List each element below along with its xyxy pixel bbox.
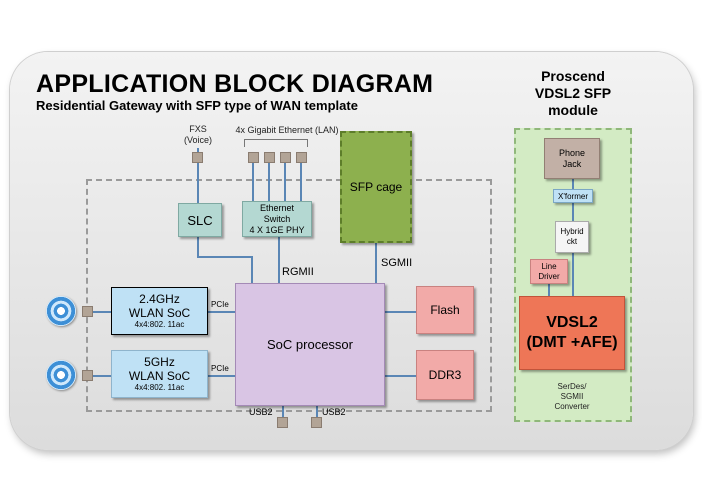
usb2-right-port: [311, 417, 322, 428]
lan-label: 4x Gigabit Ethernet (LAN): [235, 125, 339, 135]
phone-jack-block: Phone Jack: [544, 138, 600, 179]
ddr3-block: DDR3: [416, 350, 474, 400]
sfp-cage-block: SFP cage: [340, 131, 412, 243]
pcie-bottom-label: PCIe: [211, 364, 229, 373]
xformer-label: X'former: [558, 191, 588, 201]
serdes-label: SerDes/ SGMII Converter: [532, 382, 612, 412]
lan-port-3: [280, 152, 291, 163]
wlan-5-block: 5GHz WLAN SoC 4x4:802. 11ac: [111, 350, 208, 398]
wlan-24-name: WLAN SoC: [128, 306, 191, 320]
gateway-boundary: [86, 179, 492, 412]
lan-wire-3: [284, 162, 286, 202]
hybrid-line-2: ckt: [566, 237, 578, 246]
module-title-line-3: module: [548, 102, 598, 118]
xformer-block: X'former: [553, 189, 593, 203]
vdsl2-block: VDSL2 (DMT +AFE): [519, 296, 625, 370]
module-title-line-1: Proscend: [541, 68, 605, 84]
slc-soc-wire-h: [197, 256, 253, 258]
fxs-label: FXS (Voice): [178, 124, 218, 146]
line-driver-block: Line Driver: [530, 259, 568, 284]
lan-wire-2: [268, 162, 270, 202]
lan-port-2: [264, 152, 275, 163]
fxs-label-line-1: FXS: [189, 124, 207, 134]
diagram-subtitle: Residential Gateway with SFP type of WAN…: [36, 98, 358, 113]
pcie-top-wire: [208, 311, 235, 313]
hybrid-line-1: Hybrid: [560, 227, 584, 236]
line-driver-line-2: Driver: [538, 271, 560, 281]
ant-5-port: [82, 370, 93, 381]
phone-jack-line-1: Phone: [558, 147, 586, 158]
fxs-port: [192, 152, 203, 163]
wlan-24-band: 2.4GHz: [139, 292, 180, 306]
vdsl2-line-1: VDSL2: [546, 314, 598, 331]
wlan-24-block: 2.4GHz WLAN SoC 4x4:802. 11ac: [111, 287, 208, 335]
sgmii-label: SGMII: [381, 257, 413, 269]
slc-block: SLC: [178, 203, 222, 237]
antenna-5-icon: [46, 360, 76, 390]
serdes-line-1: SerDes/: [557, 382, 587, 391]
usb2-left-label: USB2: [249, 407, 273, 417]
module-wire-4: [548, 283, 550, 297]
lan-port-4: [296, 152, 307, 163]
lan-wire-1: [252, 162, 254, 202]
usb2-left-port: [277, 417, 288, 428]
wlan-24-spec: 4x4:802. 11ac: [134, 320, 185, 329]
ddr3-label: DDR3: [428, 368, 462, 382]
usb2-right-wire: [316, 405, 318, 420]
module-wire-3: [572, 252, 574, 296]
module-wire-2: [572, 202, 574, 222]
ethernet-switch-line-2: Switch: [263, 213, 291, 224]
soc-processor-block: SoC processor: [235, 283, 385, 406]
ethernet-switch-block: Ethernet Switch 4 X 1GE PHY: [242, 201, 312, 237]
sfp-cage-label: SFP cage: [349, 180, 403, 194]
module-title-line-2: VDSL2 SFP: [534, 85, 612, 101]
wlan-5-name: WLAN SoC: [128, 369, 191, 383]
module-wire-1: [572, 178, 574, 190]
ant-5-wire: [90, 375, 112, 377]
diagram-title: APPLICATION BLOCK DIAGRAM: [36, 70, 434, 98]
ethernet-switch-line-1: Ethernet: [259, 202, 295, 213]
ant-24-port: [82, 306, 93, 317]
flash-label: Flash: [430, 303, 460, 317]
rgmii-wire: [278, 236, 280, 284]
line-driver-line-1: Line: [541, 261, 557, 271]
hybrid-block: Hybrid ckt: [555, 221, 589, 253]
slc-soc-wire-v: [251, 256, 253, 284]
usb2-right-label: USB2: [322, 407, 346, 417]
wlan-5-spec: 4x4:802. 11ac: [134, 383, 185, 392]
lan-wire-4: [300, 162, 302, 202]
fxs-wire: [197, 148, 199, 204]
serdes-line-2: SGMII: [560, 392, 584, 401]
lan-port-1: [248, 152, 259, 163]
pcie-top-label: PCIe: [211, 300, 229, 309]
ant-24-wire: [90, 311, 112, 313]
lan-bracket: [244, 139, 308, 147]
fxs-label-line-2: (Voice): [183, 135, 212, 145]
usb2-left-wire: [282, 405, 284, 420]
sgmii-wire: [375, 243, 377, 284]
wlan-5-band: 5GHz: [144, 355, 175, 369]
flash-block: Flash: [416, 286, 474, 334]
slc-label: SLC: [187, 212, 213, 228]
antenna-24-icon: [46, 296, 76, 326]
soc-ddr3-wire: [385, 375, 417, 377]
vdsl2-line-2: (DMT +AFE): [526, 334, 618, 351]
serdes-line-3: Converter: [554, 402, 590, 411]
slc-soc-wire: [197, 236, 199, 258]
soc-flash-wire: [385, 311, 417, 313]
rgmii-label: RGMII: [282, 266, 314, 278]
pcie-bottom-wire: [208, 375, 235, 377]
soc-processor-label: SoC processor: [267, 337, 353, 352]
ethernet-switch-line-3: 4 X 1GE PHY: [249, 224, 305, 235]
phone-jack-line-2: Jack: [562, 158, 582, 169]
module-title: Proscend VDSL2 SFP module: [514, 68, 632, 119]
